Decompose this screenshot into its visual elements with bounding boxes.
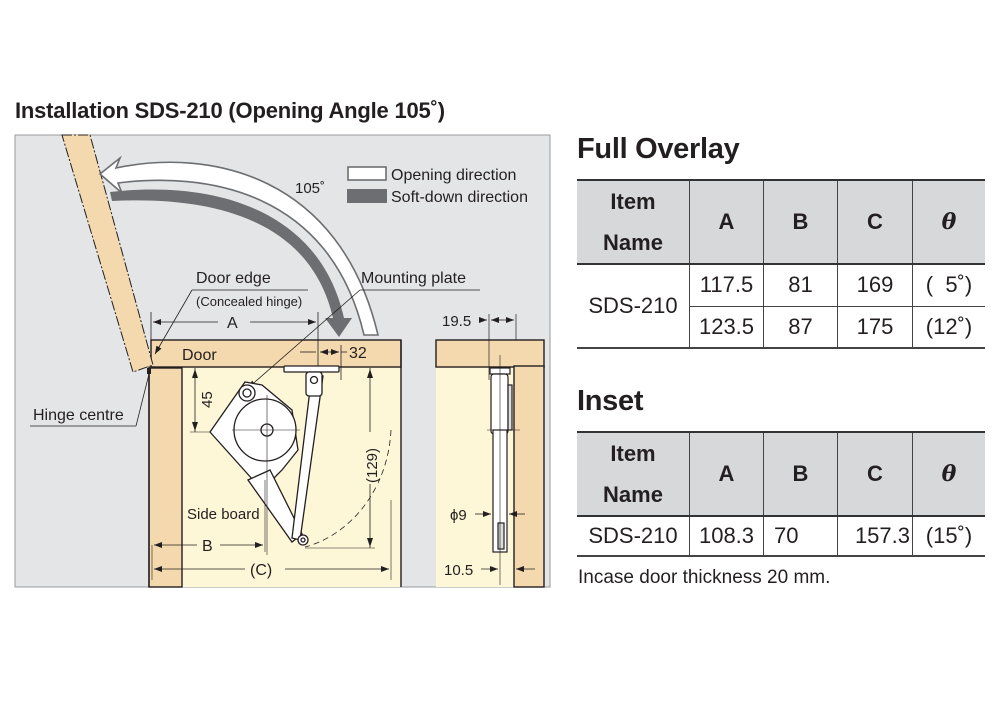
- installation-title: Installation SDS-210 (Opening Angle 105˚…: [15, 98, 445, 123]
- dim-phi9-label: ϕ9: [450, 507, 467, 524]
- table-row: SDS-210 117.5 81 169 ( 5˚): [577, 264, 985, 348]
- dim-a-label: A: [227, 315, 238, 332]
- dim-19-5-label: 19.5: [442, 313, 471, 330]
- cell-c: 175: [837, 305, 913, 348]
- side-board: [148, 367, 183, 588]
- legend-soft-down-label: Soft-down direction: [391, 189, 528, 206]
- header-item-name: Item Name: [577, 180, 690, 264]
- cell-c: 157.3: [837, 516, 913, 556]
- header-b: B: [763, 180, 838, 264]
- dim-c-label: (C): [250, 562, 272, 579]
- hinge-centre-label: Hinge centre: [33, 407, 124, 424]
- inset-title: Inset: [577, 385, 644, 417]
- dim-129-label: (129): [364, 448, 381, 483]
- dim-32-label: 32: [349, 345, 367, 362]
- cell-a: 117.5: [689, 264, 764, 306]
- item-name-cell: SDS-210: [577, 264, 690, 348]
- header-theta: θ: [912, 180, 985, 264]
- installation-diagram: Opening direction Soft-down direction 10…: [14, 134, 551, 588]
- concealed-hinge-label: (Concealed hinge): [196, 294, 302, 309]
- soft-down-stay-mechanism: [209, 365, 340, 546]
- header-b: B: [763, 432, 838, 516]
- header-c: C: [837, 180, 913, 264]
- inset-note: Incase door thickness 20 mm.: [578, 567, 831, 588]
- dim-b-label: B: [202, 538, 213, 555]
- header-item-name: Item Name: [577, 432, 690, 516]
- legend-opening-swatch: [347, 166, 387, 181]
- door-edge-label: Door edge: [196, 270, 271, 287]
- side-view-top-board: [435, 339, 545, 368]
- angle-label: 105˚: [295, 180, 325, 197]
- door-label: Door: [182, 347, 217, 364]
- cell-b: 70: [763, 516, 838, 556]
- table-row: SDS-210 108.3 70 157.3 (15˚): [577, 516, 985, 556]
- inset-table: Item Name A B C θ SDS-210 108.3 70 157.3…: [577, 431, 985, 557]
- cell-b: 87: [763, 305, 838, 348]
- opened-door: [61, 134, 154, 373]
- cell-theta: ( 5˚): [912, 264, 985, 306]
- mounting-plate-label: Mounting plate: [361, 270, 466, 287]
- cell-theta: (12˚): [912, 305, 985, 348]
- dim-10-5-label: 10.5: [444, 562, 473, 579]
- cell-a: 108.3: [689, 516, 764, 556]
- cell-theta: (15˚): [912, 516, 985, 556]
- door-board: [150, 339, 402, 368]
- side-view-side-board: [513, 365, 545, 588]
- header-a: A: [689, 432, 764, 516]
- full-overlay-table: Item Name A B C θ SDS-210 117.5 81 169 (…: [577, 179, 985, 349]
- item-name-cell: SDS-210: [577, 516, 690, 556]
- cell-a: 123.5: [689, 305, 764, 348]
- header-theta: θ: [912, 432, 985, 516]
- full-overlay-title: Full Overlay: [577, 133, 740, 165]
- table-row: 123.5 87 175 (12˚): [577, 305, 985, 348]
- legend-opening-label: Opening direction: [391, 167, 516, 184]
- side-board-label: Side board: [187, 506, 260, 523]
- cell-c: 169: [837, 264, 913, 306]
- header-c: C: [837, 432, 913, 516]
- header-a: A: [689, 180, 764, 264]
- dim-45-label: 45: [199, 391, 216, 408]
- cell-b: 81: [763, 264, 838, 306]
- opening-direction-arrow: [98, 155, 380, 336]
- legend-soft-down-swatch: [347, 189, 387, 203]
